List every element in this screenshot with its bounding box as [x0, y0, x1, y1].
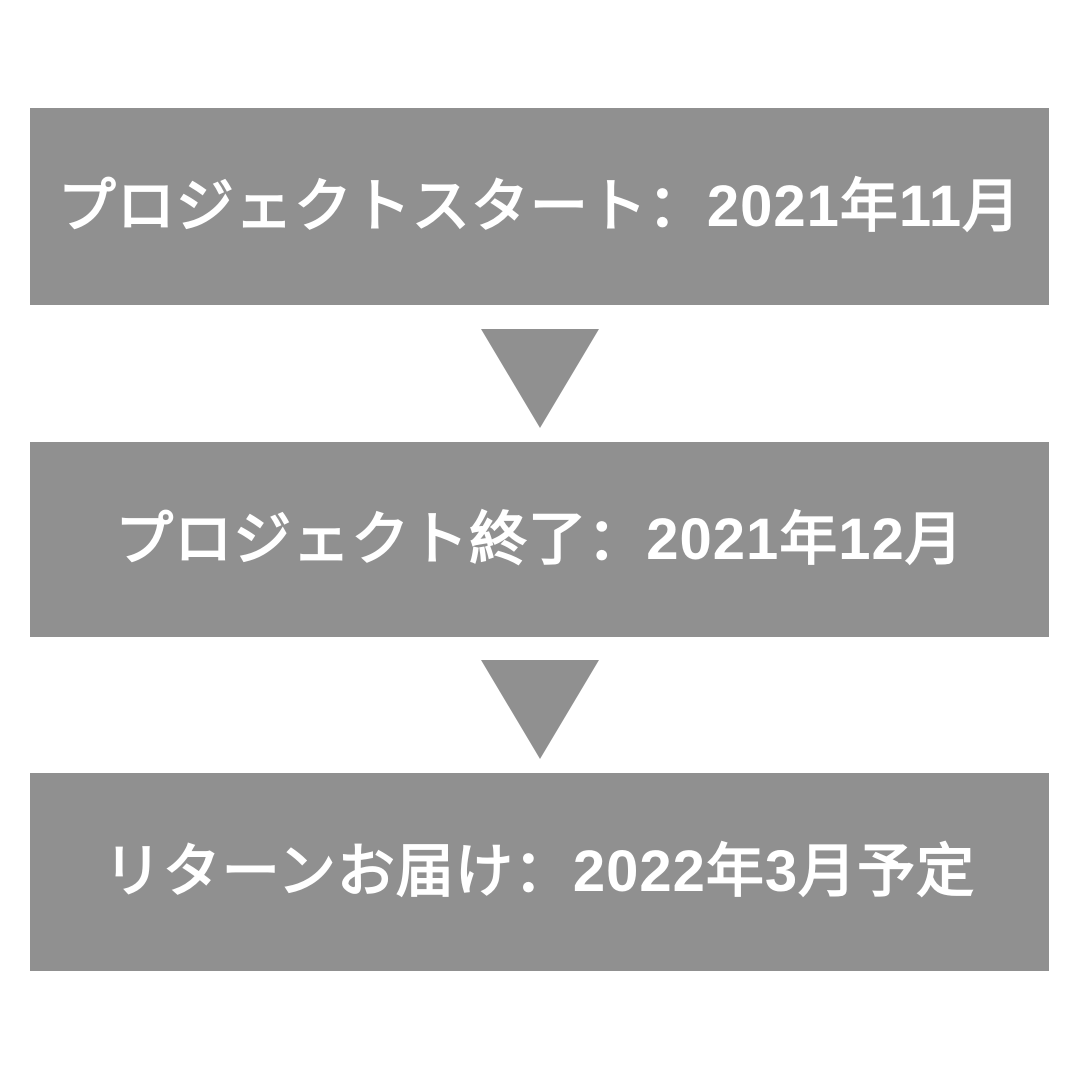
timeline-step-project-start: プロジェクトスタート：2021年11月: [30, 108, 1049, 305]
timeline-step-label: プロジェクトスタート：2021年11月: [57, 173, 1022, 239]
down-arrow-icon: [481, 660, 599, 759]
timeline-step-label: リターンお届け：2022年3月予定: [103, 839, 976, 904]
timeline-step-label: プロジェクト終了：2021年12月: [115, 506, 964, 572]
timeline-step-project-end: プロジェクト終了：2021年12月: [30, 442, 1049, 637]
down-arrow-icon: [481, 329, 599, 428]
timeline-step-return-delivery: リターンお届け：2022年3月予定: [30, 773, 1049, 971]
